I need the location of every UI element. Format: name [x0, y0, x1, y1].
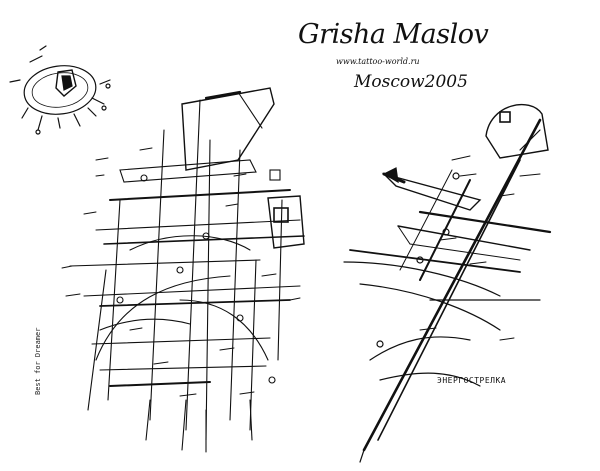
- right-drawing-caption: ЭНЕРГОСТРЕЛКА: [437, 376, 507, 385]
- left-drawing-caption: Best for Dreamer: [34, 327, 42, 395]
- artist-website: www.tattoo-world.ru: [336, 57, 420, 66]
- artist-signature: Grisha Maslov: [298, 19, 489, 50]
- left-structure-sketch: [61, 87, 305, 453]
- round-glyph-sketch: [9, 45, 111, 135]
- right-structure-sketch: [343, 104, 552, 463]
- place-year: Moscow2005: [354, 72, 468, 92]
